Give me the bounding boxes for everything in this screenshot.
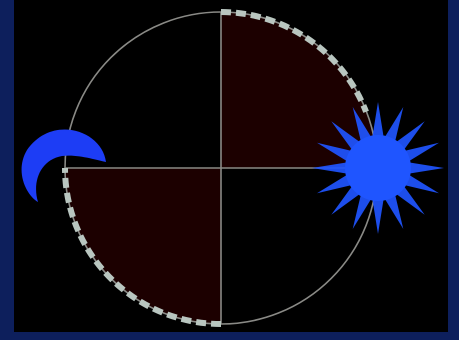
sun-icon: [345, 135, 411, 201]
